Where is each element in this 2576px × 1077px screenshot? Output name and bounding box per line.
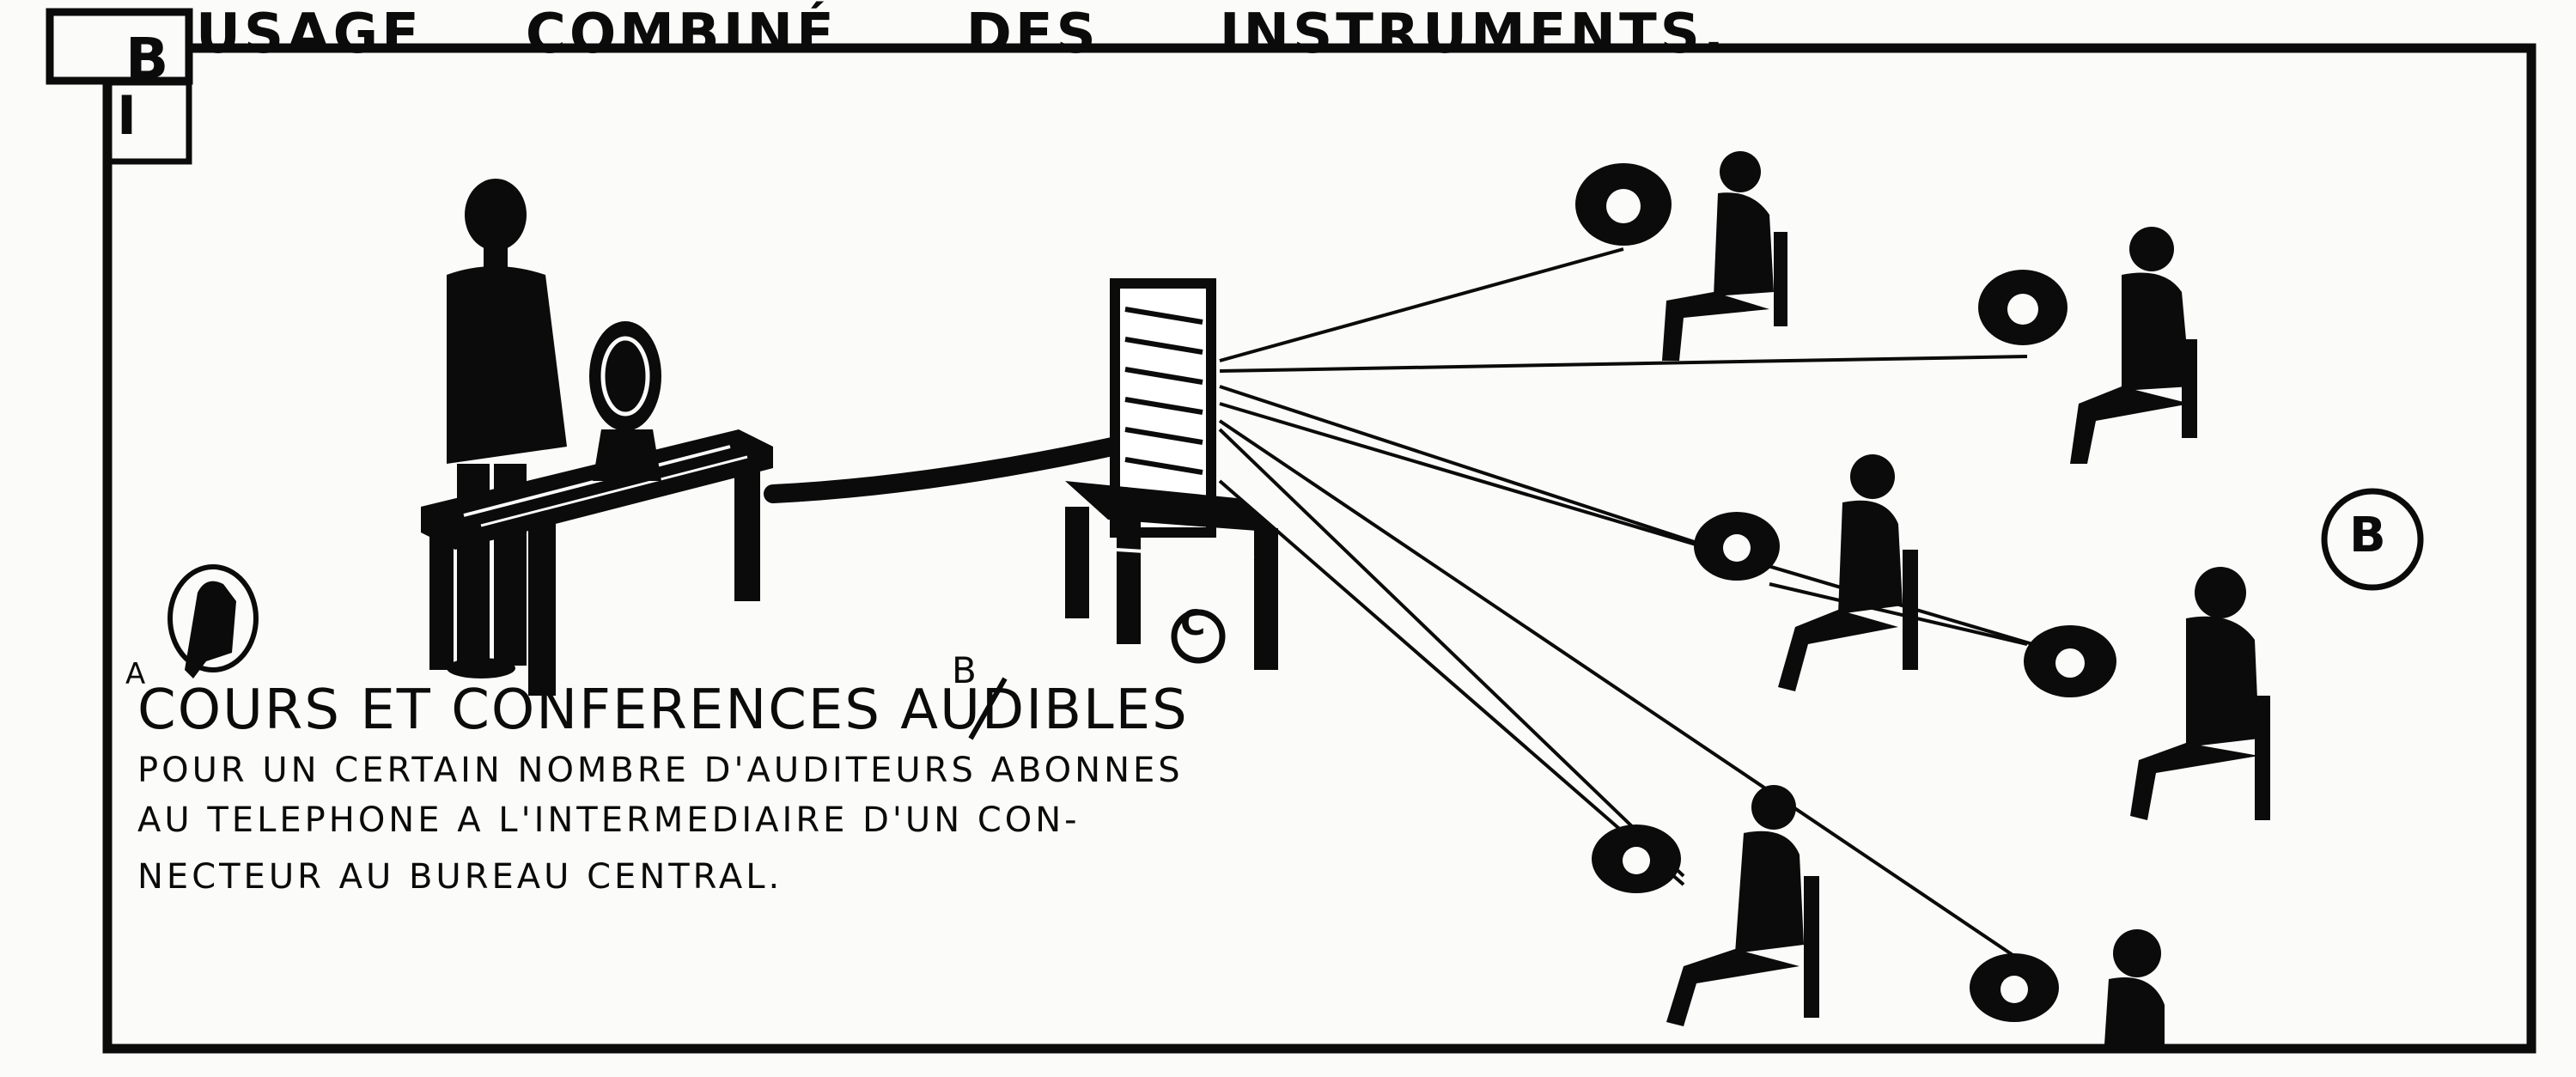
heading-word-3: DES	[965, 3, 1099, 66]
caption-line-2: AU TELEPHONE A L'INTERMEDIAIRE D'UN CON-	[137, 800, 1081, 840]
caption-slash	[968, 677, 1008, 740]
label-a-circle	[167, 564, 259, 672]
listener-1	[1575, 151, 1787, 361]
label-b-inline: B	[952, 649, 977, 691]
listener-5	[1592, 785, 1819, 1026]
heading-word-2: COMBINÉ	[525, 3, 837, 66]
listener-2	[1978, 227, 2197, 464]
section-numeral-box	[105, 79, 192, 165]
listener-4	[2024, 567, 2270, 820]
caption-title: COURS ET CONFERENCES AUDIBLES	[137, 678, 1189, 742]
section-numeral: I	[117, 84, 137, 147]
caption-line-1: POUR UN CERTAIN NOMBRE D'AUDITEURS ABONN…	[137, 751, 1184, 790]
heading-word-4: INSTRUMENTS.	[1219, 3, 1728, 66]
label-c-circle	[1171, 609, 1226, 664]
label-b-circle	[2321, 488, 2424, 591]
label-a: A	[125, 657, 146, 691]
heading-word-1: USAGE	[196, 3, 423, 66]
telephone-lines	[1218, 247, 2062, 972]
caption-line-3: NECTEUR AU BUREAU CENTRAL.	[137, 857, 783, 897]
connector-apparatus	[1065, 278, 1280, 670]
lecture-table	[421, 429, 773, 696]
listener-3	[1694, 454, 1918, 691]
label-b-right: B	[2349, 508, 2386, 563]
listener-6	[1970, 929, 2165, 1044]
main-cable	[764, 429, 1160, 503]
label-c: C	[1180, 604, 1206, 643]
section-letter: B	[125, 26, 169, 92]
transmitter-horn	[589, 321, 661, 481]
small-lecturer-icon	[185, 581, 236, 678]
panel-frame	[102, 43, 2536, 1054]
